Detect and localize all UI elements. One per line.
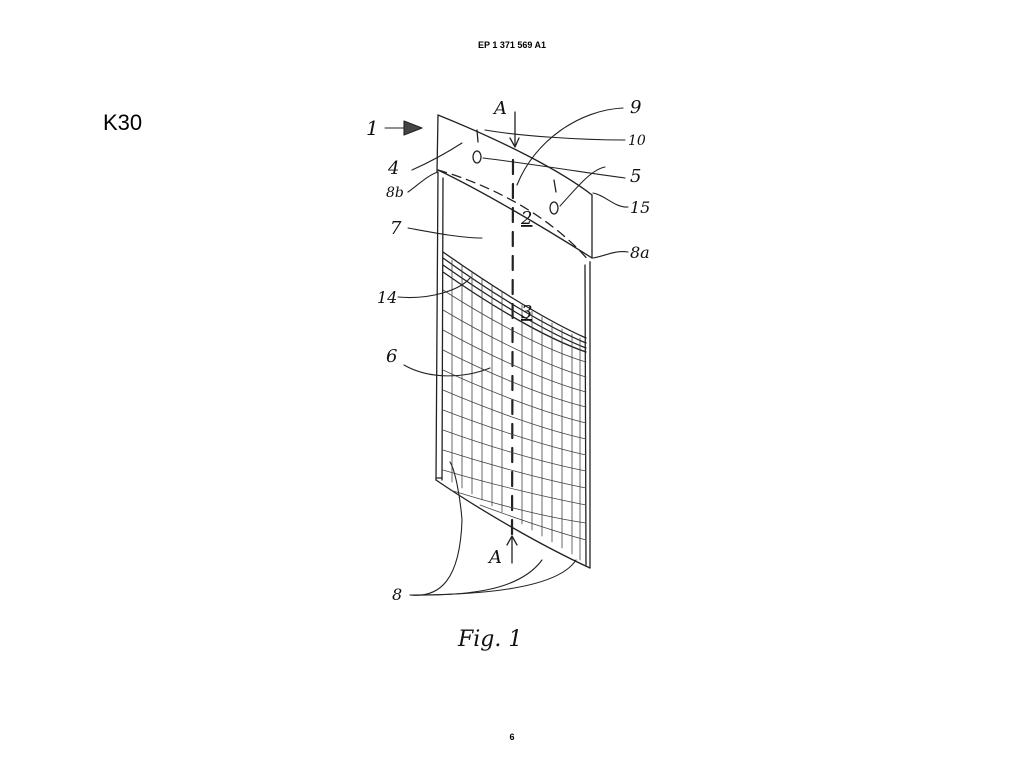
page-number: 6 xyxy=(509,732,515,742)
ref-label-10: 10 xyxy=(628,133,646,149)
ref-label-8: 8 xyxy=(392,585,402,604)
mesh-band-top xyxy=(442,251,587,353)
valve-shapes xyxy=(472,129,559,215)
ref-label-6: 6 xyxy=(386,346,397,367)
ref-label-2: 2 xyxy=(520,208,532,229)
publication-number: EP 1 371 569 A1 xyxy=(477,40,547,50)
mesh-vertical-lines xyxy=(451,259,581,561)
mesh-horizontal-lines xyxy=(442,289,587,541)
figure-caption: Fig. 1 xyxy=(457,627,522,652)
ref-label-7: 7 xyxy=(390,218,402,239)
ref-label-9: 9 xyxy=(630,97,641,118)
section-line-a-a xyxy=(506,111,520,564)
ref-label-4: 4 xyxy=(387,158,399,179)
ref-label-8a: 8a xyxy=(630,243,650,262)
leader-lines xyxy=(384,107,629,596)
slide-label: K30 xyxy=(103,110,143,135)
ref-label-5: 5 xyxy=(630,166,641,187)
ref-label-8b: 8b xyxy=(386,185,404,201)
ref-label-15: 15 xyxy=(630,198,650,217)
ref-label-14: 14 xyxy=(377,288,397,307)
ref-label-1: 1 xyxy=(366,116,379,140)
section-label-top: A xyxy=(492,98,507,119)
ref-label-3: 3 xyxy=(521,302,532,323)
bag-outline xyxy=(435,114,593,569)
section-label-bottom: A xyxy=(487,547,502,568)
